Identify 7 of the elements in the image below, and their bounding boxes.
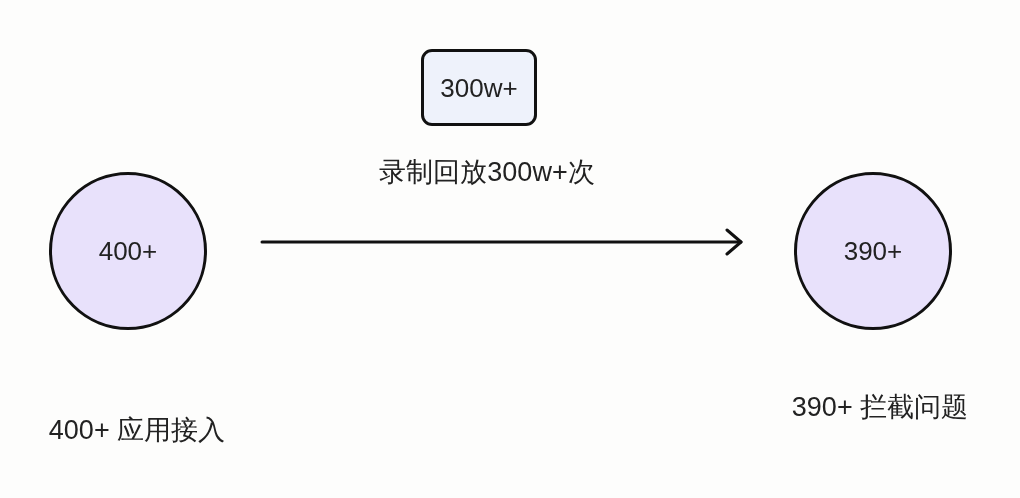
node-label: 400+ 应用接入 [48, 416, 226, 446]
count-circle: 400+ [49, 172, 207, 330]
count-box: 300w+ [421, 49, 537, 126]
arrow [260, 228, 743, 256]
node-label: 390+ 拦截问题 [791, 393, 969, 423]
node-label: 录制回放300w+次 [379, 158, 595, 188]
count-circle: 390+ [794, 172, 952, 330]
